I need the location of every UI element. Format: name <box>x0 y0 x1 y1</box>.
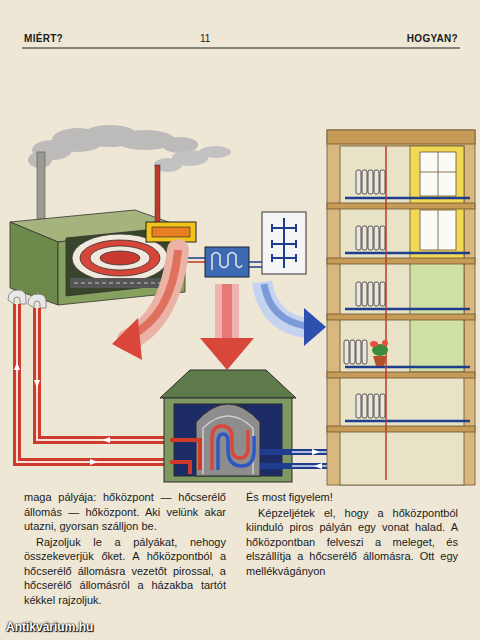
cool-arrow <box>264 284 306 326</box>
hot-pipe <box>170 462 190 474</box>
coil <box>212 253 242 271</box>
flow-arrow <box>14 362 110 465</box>
heat-arrow <box>222 284 232 340</box>
building <box>327 130 475 485</box>
arrow-head <box>200 338 254 370</box>
boiler-box <box>146 222 196 242</box>
flow-arrow <box>314 463 322 469</box>
text-slot: HOGYAN? <box>370 33 458 45</box>
body-paragraph: maga pályája: hőközpont — hőcserélő állo… <box>24 490 226 534</box>
header-rule <box>22 47 460 48</box>
arrow-head <box>112 318 142 360</box>
text-slot: Képzeljétek el, hogy a hőközpontból kiin… <box>246 506 458 579</box>
radiator-symbol <box>272 218 296 268</box>
smoke <box>154 146 231 172</box>
hot-pipe <box>385 146 387 480</box>
radiator <box>344 170 385 418</box>
text-slot: 11 <box>200 33 240 45</box>
watermark: Antikvárium.hu <box>6 620 156 634</box>
page-header: MIÉRT? <box>24 33 104 45</box>
text-slot: És most figyelem! <box>246 490 458 505</box>
body-paragraph: Rajzoljuk le a pályákat, nehogy összekev… <box>24 535 226 608</box>
radiator-symbol <box>262 212 306 274</box>
hot-pipe <box>170 440 200 470</box>
cold-pipe <box>345 198 470 421</box>
chimney <box>155 165 160 223</box>
arrow-head <box>304 308 326 346</box>
flow-arrow <box>312 449 320 455</box>
boiler-box <box>152 227 190 237</box>
page-number: 11 <box>200 33 240 45</box>
text-slot: maga pályája: hőközpont — hőcserélő állo… <box>24 490 226 534</box>
hot-pipe <box>17 304 170 462</box>
body-paragraph: Képzeljétek el, hogy a hőközpontból kiin… <box>246 506 458 579</box>
body-heading: És most figyelem! <box>246 490 458 505</box>
flower-pot <box>370 340 388 366</box>
chimney <box>37 152 45 230</box>
cool-arrow <box>262 282 306 328</box>
heat-arrow <box>215 284 239 340</box>
exchanger-symbol <box>205 247 249 277</box>
text-slot: MIÉRT? <box>24 33 104 45</box>
page-header: HOGYAN? <box>370 33 458 45</box>
text-slot: Antikvárium.hu <box>6 620 156 634</box>
text-slot: Rajzoljuk le a pályákat, nehogy összekev… <box>24 535 226 608</box>
exchanger-coil <box>212 426 254 470</box>
